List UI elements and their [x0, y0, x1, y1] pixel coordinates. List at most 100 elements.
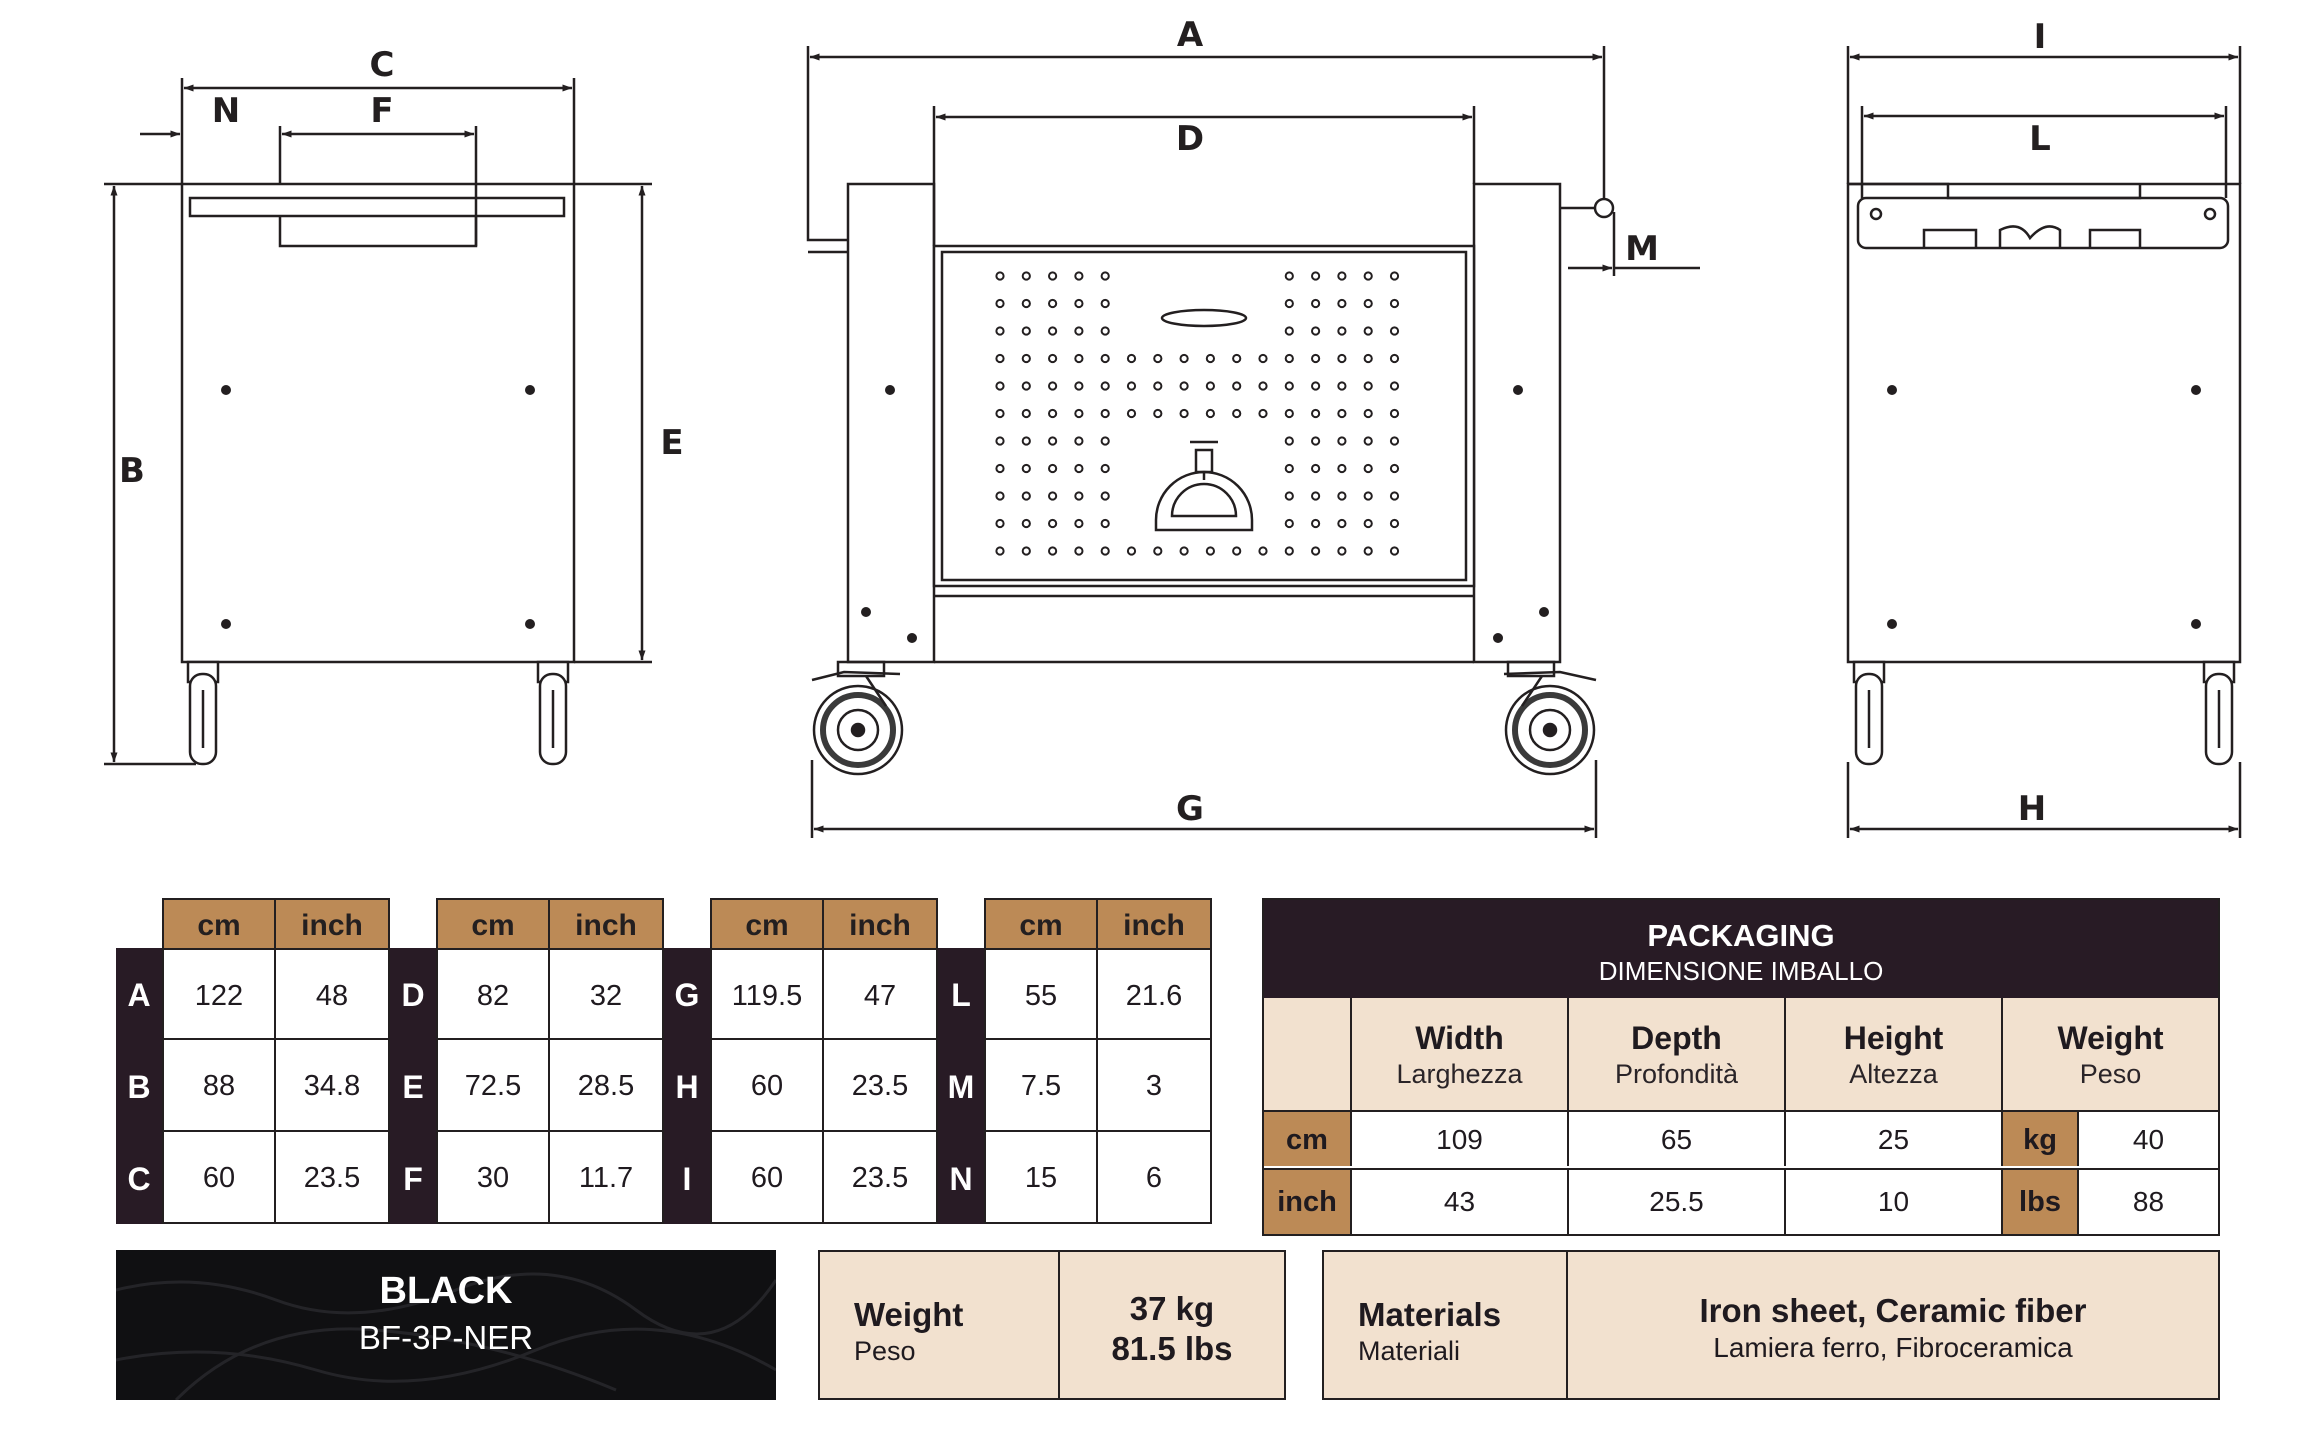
perforation-hole — [1021, 436, 1031, 446]
unit-inch: inch — [824, 898, 938, 948]
dimension-value-cm: 30 — [436, 1132, 550, 1224]
perforation-hole — [1021, 353, 1031, 364]
dim-label-b: B — [119, 451, 145, 491]
dim-label-n: N — [212, 91, 240, 131]
dimension-value-cm: 119.5 — [710, 948, 824, 1040]
perforation-hole — [1074, 463, 1084, 474]
packaging-col-depth: Depth Profondità — [1569, 998, 1786, 1110]
perforation-hole — [1048, 271, 1058, 281]
perforation-hole — [1100, 353, 1110, 364]
perforation-hole — [1153, 353, 1163, 364]
perforation-hole — [1258, 408, 1268, 419]
dim-label-i: I — [2034, 17, 2047, 57]
value-weight: 88 — [2079, 1170, 2218, 1234]
perforation-hole — [1258, 381, 1268, 391]
perforation-hole — [1048, 518, 1058, 529]
perforation-hole — [995, 491, 1005, 501]
value-height: 25 — [1786, 1112, 2003, 1166]
perforation-hole — [1363, 491, 1373, 501]
dimension-letter: C — [116, 1132, 162, 1224]
perforation-hole — [1153, 408, 1163, 419]
perforation-hole — [1363, 408, 1373, 419]
perforation-hole — [1311, 491, 1321, 501]
perforation-hole — [1311, 518, 1321, 529]
perforation-hole — [1311, 271, 1321, 281]
perforation-hole — [1021, 408, 1031, 419]
perforation-hole — [1337, 298, 1347, 309]
perforation-hole — [1232, 381, 1242, 391]
value-depth: 25.5 — [1569, 1170, 1786, 1234]
packaging-title: PACKAGING — [1647, 918, 1835, 953]
weight-label-it: Peso — [854, 1336, 916, 1366]
perforation-hole — [995, 436, 1005, 446]
materials-label: Materials Materiali — [1324, 1252, 1568, 1398]
perforation-hole — [1074, 298, 1084, 309]
perforation-hole — [1074, 271, 1084, 281]
value-height: 10 — [1786, 1170, 2003, 1234]
materials-label-en: Materials — [1358, 1296, 1502, 1333]
perforation-hole — [1389, 326, 1400, 336]
unit-cm: cm — [710, 898, 824, 948]
perforation-hole — [1048, 298, 1058, 309]
dim-label-h: H — [2018, 789, 2046, 829]
packaging-row-cm: cm 109 65 25 kg 40 — [1264, 1110, 2218, 1166]
perforation-hole — [1258, 353, 1268, 364]
perforation-hole — [1179, 408, 1189, 419]
weight-kg: 37 kg — [1129, 1290, 1215, 1327]
dimension-value-inch: 32 — [550, 948, 664, 1040]
dimension-letter: I — [664, 1132, 710, 1224]
perforation-hole — [1284, 408, 1294, 419]
packaging-corner — [1264, 998, 1352, 1110]
texture — [116, 1272, 776, 1400]
perforation-hole — [1048, 381, 1058, 391]
dim-label-g: G — [1176, 789, 1204, 829]
perforation-hole — [1205, 353, 1216, 364]
dimension-value-cm: 55 — [984, 948, 1098, 1040]
perforation-hole — [1284, 353, 1294, 364]
perforation-hole — [1126, 381, 1137, 391]
perforation-hole — [1311, 298, 1321, 309]
perforation-hole — [1337, 353, 1347, 364]
perforation-hole — [1100, 298, 1110, 309]
row-unit: cm — [1264, 1112, 1352, 1166]
perforation-hole — [1179, 546, 1189, 556]
dimension-letter: D — [390, 948, 436, 1040]
perforation-hole — [1284, 463, 1294, 474]
perforation-hole — [1389, 298, 1400, 309]
perforation-hole — [995, 298, 1005, 309]
perforation-hole — [1074, 518, 1084, 529]
perforation-hole — [1337, 463, 1347, 474]
perforation-hole — [1021, 298, 1031, 309]
perforation-hole — [1337, 326, 1347, 336]
perforation-hole — [1126, 408, 1137, 419]
dim-label-l: L — [2029, 119, 2051, 159]
value-weight: 40 — [2079, 1112, 2218, 1166]
dim-label-a: A — [1177, 15, 1204, 55]
dimension-value-inch: 23.5 — [824, 1132, 938, 1224]
perforation-hole — [1363, 546, 1373, 556]
packaging-col-weight: Weight Peso — [2003, 998, 2218, 1110]
col-label-en: Weight — [2057, 1020, 2164, 1056]
dimension-value-inch: 21.6 — [1098, 948, 1212, 1040]
perforation-hole — [1311, 326, 1321, 336]
perforation-hole — [1337, 408, 1347, 419]
col-label-en: Height — [1843, 1020, 1944, 1056]
perforation-hole — [1021, 381, 1031, 391]
perforation-hole — [1363, 271, 1373, 281]
perforation-hole — [1021, 491, 1031, 501]
perforation-hole — [1311, 546, 1321, 556]
dimension-letter: L — [938, 948, 984, 1040]
row-unit: inch — [1264, 1170, 1352, 1234]
dimension-letter: G — [664, 948, 710, 1040]
perforation-hole — [1205, 381, 1216, 391]
front-view — [806, 46, 1700, 838]
